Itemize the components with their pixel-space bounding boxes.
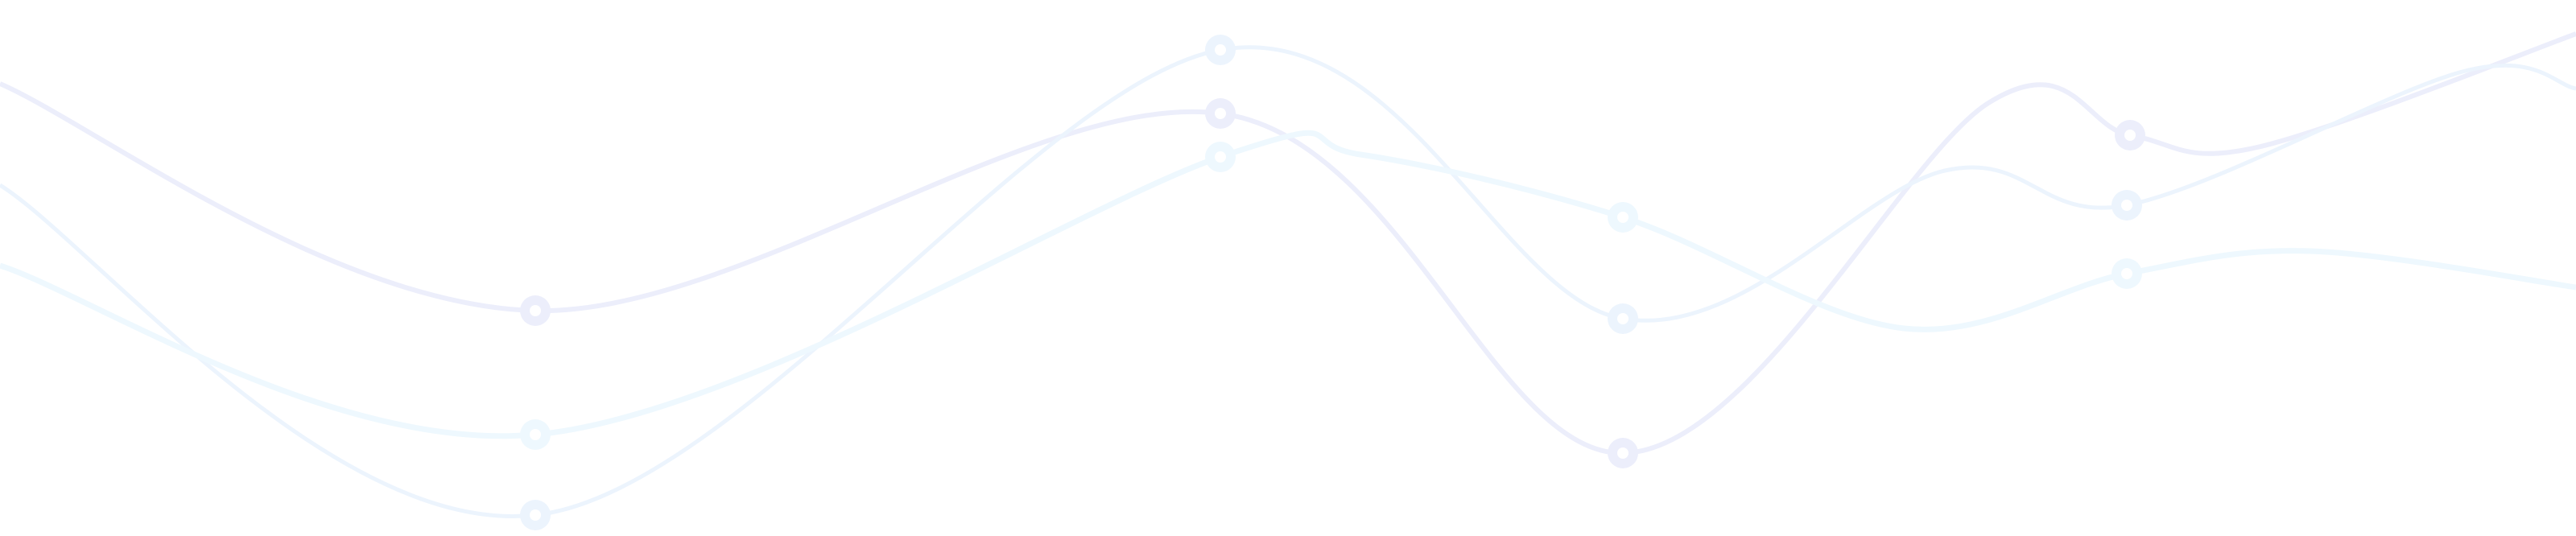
wave-node-icon <box>2112 258 2142 289</box>
wave-node-icon <box>1205 98 1236 129</box>
wave-node-icon <box>1608 303 1638 334</box>
wave-node-icon <box>1205 35 1236 65</box>
wave-node-icon <box>1608 438 1638 468</box>
wave-node-icon <box>520 500 551 530</box>
wave-lavender <box>0 31 2576 456</box>
wave-node-icon <box>520 419 551 450</box>
wave-node-icon <box>520 295 551 326</box>
wave-node-icon <box>1608 202 1638 233</box>
wave-blue-thick <box>0 130 2576 439</box>
wave-node-icon <box>1205 142 1236 172</box>
wave-node-icon <box>2115 120 2145 150</box>
wave-node-icon <box>2112 190 2142 221</box>
